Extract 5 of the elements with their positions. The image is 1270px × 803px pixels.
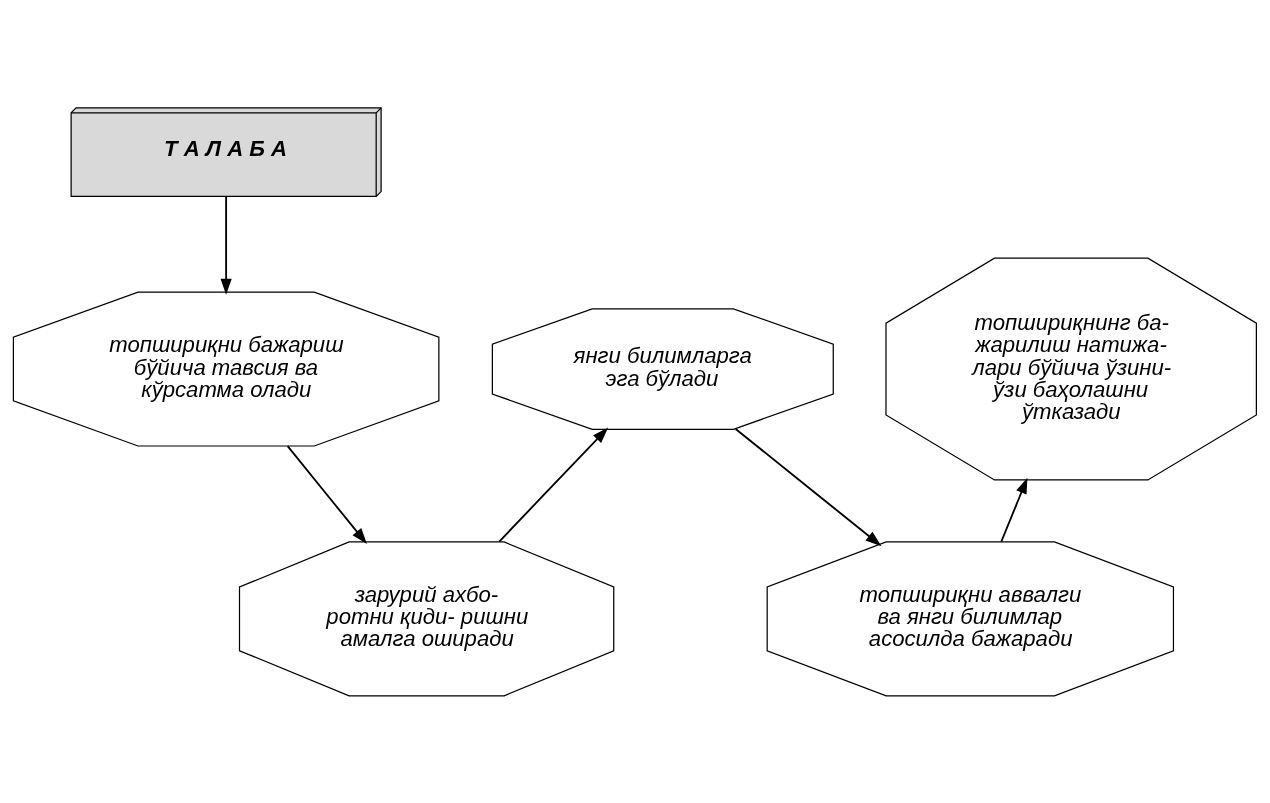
- arrow: [220, 195, 232, 295]
- arrow: [734, 427, 882, 546]
- arrow: [498, 427, 609, 542]
- arrow: [286, 444, 367, 544]
- arrow: [1000, 477, 1028, 543]
